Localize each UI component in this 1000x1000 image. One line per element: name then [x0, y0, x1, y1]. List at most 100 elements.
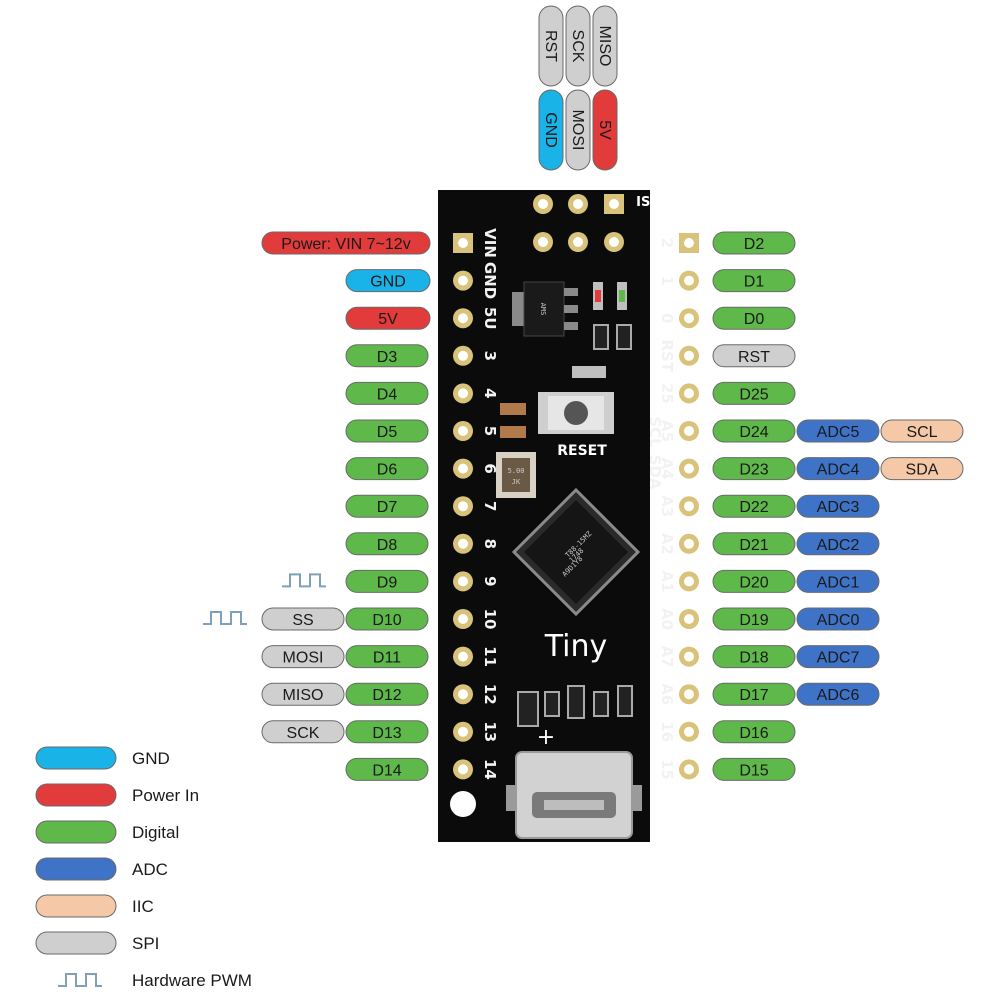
silk-right-pin-label: 0 — [658, 313, 676, 323]
crystal-oscillator: 5.00 JK — [496, 452, 536, 498]
silk-left-pin-label: 3 — [481, 351, 499, 361]
silk-right-pin-label: A6 — [658, 683, 676, 705]
header-pads — [453, 194, 699, 780]
pin-label-iic-text: SDA — [906, 462, 939, 479]
pin-label-adc-shape — [796, 419, 880, 443]
pin-label: D3 — [345, 344, 429, 368]
pin-label: D21 — [712, 532, 796, 556]
pin-label-adc-text: ADC6 — [817, 687, 860, 704]
voltage-regulator: AMS — [512, 281, 578, 337]
left-pin-pad-hole — [458, 538, 468, 549]
pin-label: D20 — [712, 569, 796, 593]
silk-right-pin-label: RST — [658, 340, 676, 373]
microcontroller-chip: T88-15MZ 1748 A9D1Y8 — [511, 487, 641, 617]
pin-label-adc-shape — [796, 607, 880, 631]
pin-label-shape — [712, 457, 796, 481]
pin-label-shape — [712, 757, 796, 781]
smd-capacitor — [500, 426, 526, 438]
right-pin-pad-hole — [684, 651, 694, 662]
pin-label-text: D9 — [377, 574, 398, 591]
isp-pin-label: MISO — [592, 5, 618, 87]
legend-swatch — [35, 746, 117, 770]
legend-swatch — [35, 857, 117, 881]
pin-label-shape — [712, 306, 796, 330]
legend-item: Digital — [35, 820, 179, 844]
pin-label: D8 — [345, 532, 429, 556]
pin-label-adc-text: ADC7 — [817, 650, 860, 667]
pin-label-adc-shape — [796, 569, 880, 593]
silk-right-pin-label: 16 — [658, 721, 676, 742]
silk-right-pin-label: 25 — [658, 383, 676, 404]
polarity-plus-label: + — [537, 725, 555, 750]
pin-label-spi-text: SCK — [287, 725, 320, 742]
pin-label-text: D17 — [739, 687, 768, 704]
right-pin-pad-hole — [684, 463, 694, 474]
isp-pin-label: GND — [538, 89, 564, 171]
pin-label: D19 — [712, 607, 796, 631]
isp-pin-label-text: MISO — [596, 26, 613, 67]
silk-left-pin-label: 6 — [481, 463, 499, 473]
pin-label-shape — [345, 494, 429, 518]
reset-button[interactable] — [538, 392, 614, 434]
micro-usb-port[interactable] — [506, 751, 642, 839]
pin-label-shape — [345, 419, 429, 443]
pin-label: GND — [345, 269, 431, 293]
left-pin-pad-hole — [458, 501, 468, 512]
right-pin-pad-hole — [684, 576, 694, 587]
pin-label-iic-text: SCL — [906, 424, 937, 441]
pin-label-shape — [345, 720, 429, 744]
pin-label: D13 — [345, 720, 429, 744]
pwm-icon — [282, 573, 326, 588]
smd-capacitor — [500, 403, 526, 415]
pin-label-shape — [712, 569, 796, 593]
silk-left-pin-label: GND — [481, 262, 499, 299]
pin-label: D16 — [712, 720, 796, 744]
pin-label-shape — [345, 457, 429, 481]
pin-label-text: D1 — [744, 274, 765, 291]
left-pin-pad-hole — [458, 614, 468, 624]
silk-left-pin-label: 11 — [481, 646, 499, 667]
crystal-marking: JK — [512, 478, 521, 486]
pin-label-adc-text: ADC5 — [817, 424, 860, 441]
isp-pin-label-shape — [538, 5, 564, 87]
isp-pin-label-text: RST — [542, 30, 559, 62]
pin-label-adc-shape — [796, 457, 880, 481]
pin-label-adc-shape — [796, 494, 880, 518]
crystal-marking: 5.00 — [508, 467, 525, 475]
pin-label-spi-shape — [261, 645, 345, 669]
pin-label: D2 — [712, 231, 796, 255]
pin-label-shape — [712, 494, 796, 518]
silk-scl-label: SCL — [646, 416, 664, 448]
pin-label: D24 — [712, 419, 796, 443]
pin-label-shape — [712, 645, 796, 669]
smd-part — [617, 685, 633, 717]
right-pin-pad-hole — [684, 350, 694, 361]
pin-label-shape — [345, 607, 429, 631]
pin-label-power-vin-shape — [261, 231, 431, 255]
silk-left-pin-label: 9 — [481, 576, 499, 586]
pin-label: D9 — [345, 569, 429, 593]
smd-resistor — [616, 324, 632, 350]
pin-label-text: D12 — [372, 687, 401, 704]
isp-label: ISP — [636, 195, 660, 210]
pin-label-spi-shape — [261, 607, 345, 631]
pin-label: D12 — [345, 682, 429, 706]
right-pin-pad-hole — [684, 313, 694, 324]
isp-pin-label-text: 5V — [596, 120, 613, 140]
isp-pin-label-shape — [565, 5, 591, 87]
pin-label-shape — [712, 269, 796, 293]
pin-label-shape — [712, 532, 796, 556]
pin-label-power-vin-text: Power: VIN 7~12v — [281, 236, 410, 253]
pin-label: D5 — [345, 419, 429, 443]
silk-right-pin-label: A1 — [658, 570, 676, 592]
pin-label: D4 — [345, 381, 429, 405]
pin-label-text: D11 — [373, 650, 401, 667]
isp-pin-label: MOSI — [565, 89, 591, 171]
pin-label-text: 5V — [378, 311, 398, 328]
silk-left-pin-label: 10 — [481, 609, 499, 630]
pin-label-text: D13 — [372, 725, 401, 742]
pin-label-text: D16 — [739, 725, 768, 742]
right-pin-pad-hole — [684, 538, 694, 549]
legend-item: IIC — [35, 894, 154, 918]
